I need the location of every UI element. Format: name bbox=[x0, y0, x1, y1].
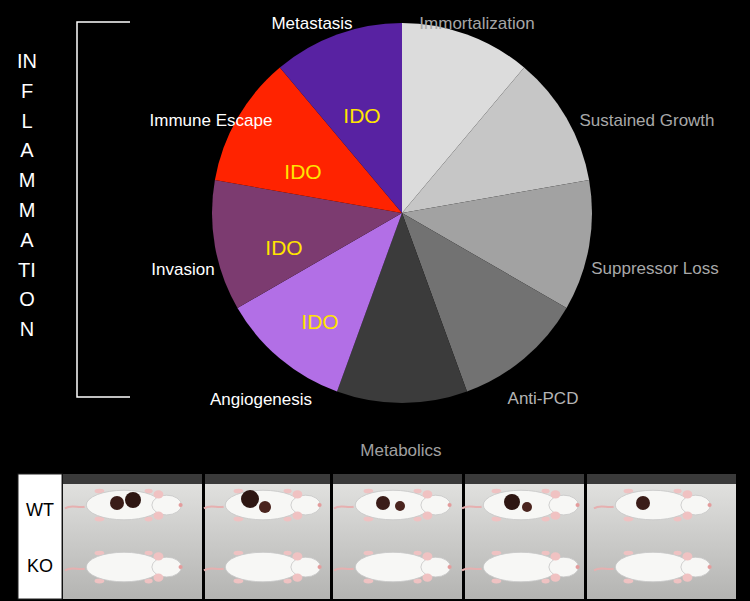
slice-shape bbox=[0, 0, 750, 470]
pie-slice: Immortalization bbox=[0, 0, 750, 470]
pie-slice: Metabolics bbox=[0, 0, 750, 470]
slice-shape bbox=[0, 0, 750, 470]
slice-label: Metastasis bbox=[271, 14, 352, 34]
label-cell bbox=[18, 474, 62, 599]
slice-label: Sustained Growth bbox=[579, 111, 714, 131]
slice-shape bbox=[0, 0, 750, 470]
slice-wedge bbox=[237, 213, 402, 392]
slice-label: Suppressor Loss bbox=[591, 259, 719, 279]
slice-shape bbox=[0, 0, 750, 470]
pie-slice: InvasionIDO bbox=[0, 0, 750, 470]
slice-wedge bbox=[402, 23, 524, 213]
pie-slice: Immune EscapeIDO bbox=[0, 0, 750, 470]
slice-shape bbox=[0, 0, 750, 470]
row-label: KO bbox=[27, 556, 53, 577]
marker-label: IDO bbox=[284, 160, 321, 184]
slice-wedge bbox=[402, 180, 592, 308]
bracket bbox=[77, 22, 130, 397]
slice-shape bbox=[0, 0, 750, 470]
marker-label: IDO bbox=[343, 104, 380, 128]
slice-wedge bbox=[280, 23, 402, 213]
slice-label: Invasion bbox=[151, 260, 214, 280]
marker-label: IDO bbox=[265, 236, 302, 260]
slice-shape bbox=[0, 0, 750, 470]
slice-label: Angiogenesis bbox=[210, 390, 312, 410]
slice-wedge bbox=[215, 67, 402, 213]
slice-label: Immune Escape bbox=[150, 111, 273, 131]
pie-slice: Sustained Growth bbox=[0, 0, 750, 470]
bracket-label: INFLAMMATION bbox=[17, 47, 37, 345]
slice-label: Anti-PCD bbox=[508, 389, 579, 409]
pie-slice: Anti-PCD bbox=[0, 0, 750, 470]
slice-wedge bbox=[337, 213, 467, 403]
pie-slice: MetastasisIDO bbox=[0, 0, 750, 470]
mouse-photos bbox=[63, 474, 736, 599]
pie-slice: Angiogenesis IDO bbox=[0, 0, 750, 470]
slice-label: Metabolics bbox=[360, 441, 441, 461]
slice-shape bbox=[0, 0, 750, 470]
marker-label: IDO bbox=[301, 310, 338, 334]
slice-wedge bbox=[212, 180, 402, 308]
pie-slice: Suppressor Loss bbox=[0, 0, 750, 470]
row-label: WT bbox=[26, 500, 54, 521]
slice-shape bbox=[0, 0, 750, 470]
slice-wedge bbox=[402, 213, 567, 392]
slice-wedge bbox=[402, 67, 589, 213]
slice-label: Immortalization bbox=[419, 14, 534, 34]
